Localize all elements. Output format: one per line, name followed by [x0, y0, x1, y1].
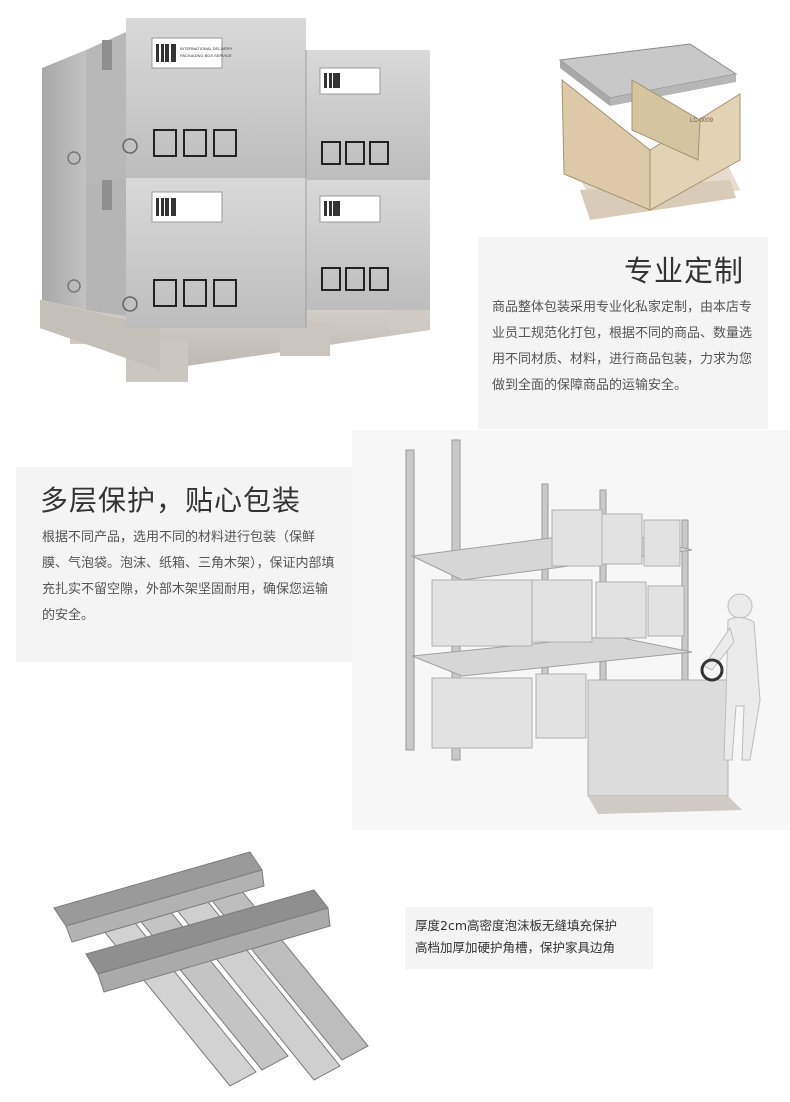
corner-protection-panel: 厚度2cm高密度泡沫板无缝填充保护 高档加厚加硬护角槽，保护家具边角	[405, 907, 653, 969]
pallet-boxes-image: INTERNATIONAL DELIVERY PACKAGING BOX SER…	[30, 10, 450, 390]
custom-packaging-body: 商品整体包装采用专业化私家定制，由本店专业员工规范化打包，根据不同的商品、数量选…	[492, 300, 753, 393]
layered-protection-panel: 多层保护，贴心包装 根据不同产品，选用不同的材料进行包装（保鲜膜、气泡袋。泡沫、…	[16, 467, 352, 662]
box-label-line2: PACKAGING BOX SERVICE	[180, 53, 232, 58]
layered-protection-title: 多层保护，贴心包装	[40, 484, 302, 517]
box-label-line1: INTERNATIONAL DELIVERY	[180, 46, 233, 51]
corner-protectors-image	[50, 846, 380, 1096]
warehouse-rack-image	[352, 430, 790, 830]
corner-protection-line1: 厚度2cm高密度泡沫板无缝填充保护	[415, 918, 618, 933]
crate-mark: LC-0009	[690, 118, 714, 124]
custom-packaging-title: 专业定制	[624, 254, 745, 288]
custom-packaging-panel: 专业定制 商品整体包装采用专业化私家定制，由本店专业员工规范化打包，根据不同的商…	[478, 237, 768, 429]
corner-protection-line2: 高档加厚加硬护角槽，保护家具边角	[415, 940, 616, 955]
layered-protection-body: 根据不同产品，选用不同的材料进行包装（保鲜膜、气泡袋。泡沫、纸箱、三角木架），保…	[42, 530, 335, 623]
wooden-crate-image: LC-0009	[540, 40, 750, 230]
